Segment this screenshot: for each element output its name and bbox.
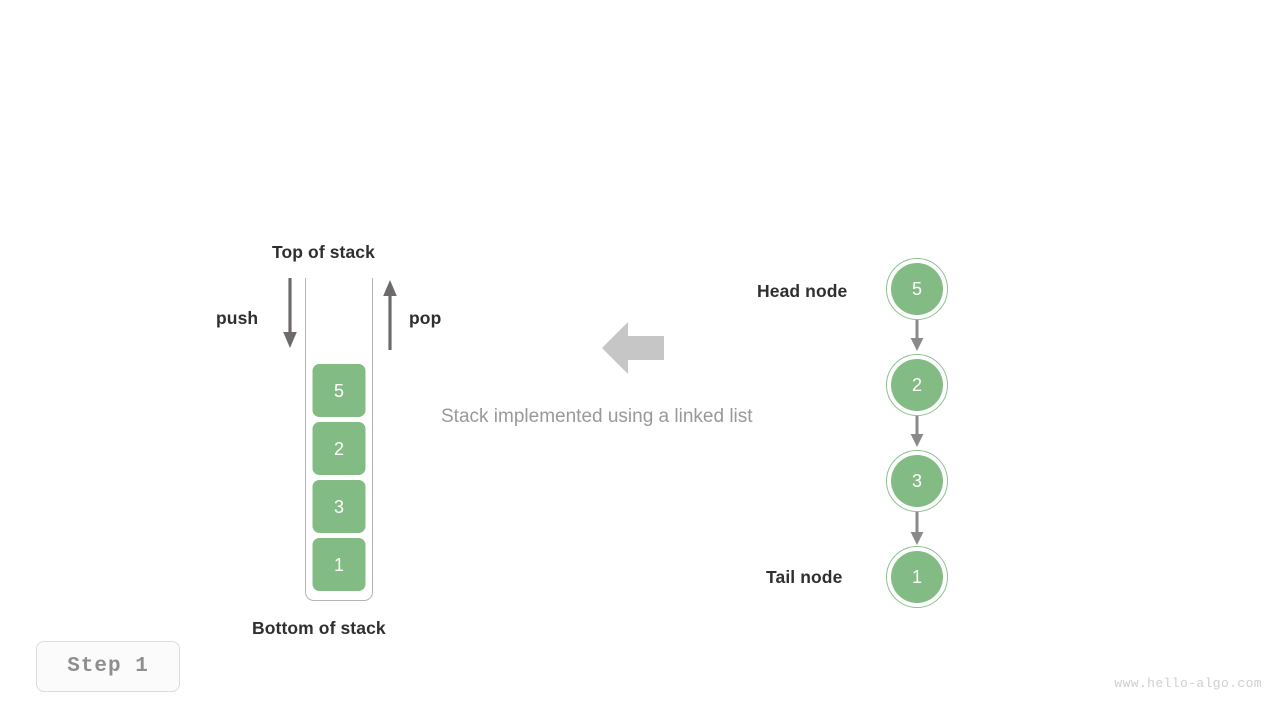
node-value: 5	[891, 263, 943, 315]
node-value: 2	[891, 359, 943, 411]
stack-element: 3	[312, 480, 366, 533]
pop-label: pop	[409, 308, 442, 328]
watermark: www.hello-algo.com	[1114, 676, 1262, 691]
stack-container: 5 2 3 1	[305, 278, 373, 601]
caption-text: Stack implemented using a linked list	[441, 406, 753, 427]
linked-list: 5 2 3 1	[886, 255, 956, 625]
linked-list-node: 2	[886, 354, 948, 416]
stack-element: 1	[312, 538, 366, 591]
stack-element: 5	[312, 364, 366, 417]
linked-list-node: 3	[886, 450, 948, 512]
tail-node-label: Tail node	[766, 567, 843, 587]
linked-list-node: 1	[886, 546, 948, 608]
linked-list-node: 5	[886, 258, 948, 320]
top-of-stack-label: Top of stack	[272, 242, 375, 262]
node-value: 1	[891, 551, 943, 603]
pop-arrow-up-icon	[383, 280, 397, 350]
stack-walls	[305, 278, 373, 601]
link-arrow-down-icon	[910, 512, 924, 545]
head-node-label: Head node	[757, 281, 848, 301]
node-value: 3	[891, 455, 943, 507]
arrow-left-icon	[602, 322, 664, 374]
stack-element: 2	[312, 422, 366, 475]
bottom-of-stack-label: Bottom of stack	[252, 618, 386, 638]
push-arrow-down-icon	[283, 278, 297, 348]
link-arrow-down-icon	[910, 320, 924, 351]
push-label: push	[216, 308, 259, 328]
link-arrow-down-icon	[910, 416, 924, 447]
step-badge: Step 1	[36, 641, 180, 692]
